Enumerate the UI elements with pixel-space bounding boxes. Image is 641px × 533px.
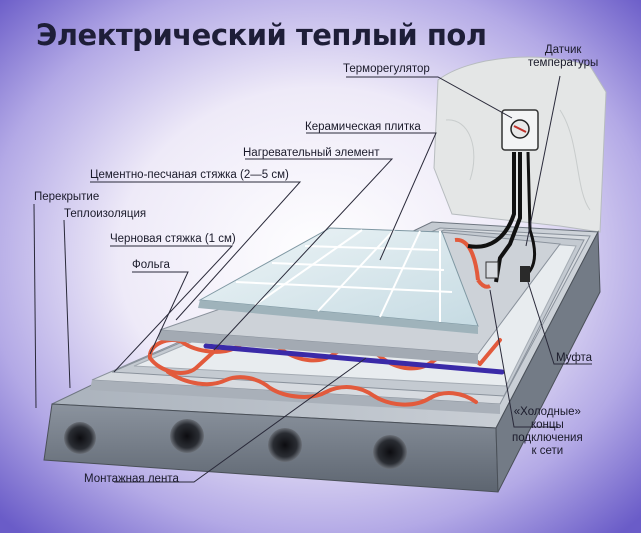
leader-coupling [527, 281, 592, 365]
label-cold-ends-line4: к сети [531, 445, 564, 457]
label-sensor-line1: Датчик [544, 44, 582, 56]
label-insulation: Теплоизоляция [64, 208, 147, 220]
label-cold-ends-line3: подключения [512, 432, 583, 444]
heating-cable-loop [166, 370, 478, 407]
leader-foil [132, 271, 189, 355]
leader-cement [90, 181, 302, 321]
label-heating-element: Нагревательный элемент [243, 147, 380, 159]
cold-end-wire [494, 152, 522, 283]
leader-cold-ends [489, 289, 558, 428]
label-mounting-tape: Монтажная лента [84, 473, 179, 485]
wall-texture [445, 109, 591, 211]
slab-hollow-core [170, 419, 204, 453]
label-thermostat: Терморегулятор [343, 63, 430, 75]
leader-thermostat [346, 76, 513, 119]
thermostat [501, 109, 539, 151]
label-cold-ends-line2: концы [530, 419, 564, 431]
label-foil: Фольга [132, 259, 170, 271]
label-sensor: Датчик температуры [528, 44, 598, 70]
label-ceramic-tile: Керамическая плитка [305, 121, 421, 133]
leader-heating [213, 158, 394, 351]
leader-lines [33, 75, 592, 483]
label-cement-screed: Цементно-песчаная стяжка (2—5 см) [90, 169, 289, 181]
leader-tile [306, 132, 437, 261]
slab-hollow-core [64, 422, 96, 454]
leader-sensor [525, 75, 561, 247]
cement-screed-edge [158, 330, 478, 364]
slab-hollow-cores [64, 419, 407, 469]
leader-insulation [63, 219, 71, 389]
cold-end-wire-2 [467, 152, 516, 249]
label-coupling: Муфта [556, 352, 593, 364]
label-rough-screed: Черновая стяжка (1 см) [110, 233, 236, 245]
ceramic-tiles [198, 227, 479, 334]
coupling-sleeve [520, 266, 530, 282]
label-slab: Перекрытие [34, 191, 100, 203]
slab-hollow-core [268, 428, 302, 462]
leader-tape [114, 357, 367, 483]
page-title: Электрический теплый пол [36, 18, 487, 52]
tile-grout [235, 229, 453, 322]
thermostat-needle [513, 125, 527, 133]
slab-hollow-core [373, 435, 407, 469]
leader-slab [33, 203, 37, 409]
tile-edge [198, 300, 478, 334]
leader-rough [110, 245, 234, 373]
mounting-tape [203, 343, 505, 375]
label-sensor-line2: температуры [528, 57, 599, 69]
label-cold-ends: «Холодные» концы подключения к сети [512, 406, 583, 458]
heating-cable [147, 337, 502, 375]
connector [485, 261, 499, 279]
label-cold-ends-line1: «Холодные» [513, 406, 581, 418]
cable-end [454, 237, 491, 289]
